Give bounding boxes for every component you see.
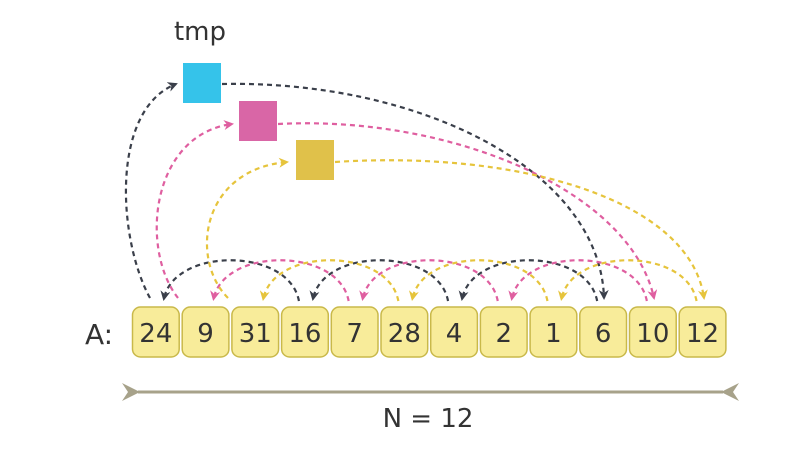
arrow-hop xyxy=(458,259,599,302)
array-cell-value: 2 xyxy=(495,319,512,349)
array-cell: 9 xyxy=(181,306,230,358)
arrow-hop xyxy=(508,259,648,302)
array-cell: 6 xyxy=(579,306,628,358)
array-cell-box xyxy=(181,306,230,358)
array-cell-value: 31 xyxy=(239,319,272,349)
move-arrows xyxy=(124,82,708,302)
arrow-to-tmp xyxy=(124,82,178,299)
array-cell-box xyxy=(330,306,379,358)
arrow-to-tmp xyxy=(205,157,289,299)
tmp-slot-magenta xyxy=(239,101,277,141)
arrow-hop xyxy=(359,259,499,302)
array-cell: 16 xyxy=(280,306,330,358)
array-cell-box xyxy=(429,306,479,358)
arrow-hop xyxy=(309,259,450,302)
array-cell-value: 24 xyxy=(139,319,172,349)
array-cell-value: 12 xyxy=(686,319,719,349)
tmp-label: tmp xyxy=(174,17,226,47)
array-cell-box xyxy=(579,306,628,358)
array-cell-box xyxy=(529,306,578,358)
array-cell-box xyxy=(280,306,330,358)
array-cell: 2 xyxy=(479,306,528,358)
array-cell-box xyxy=(628,306,677,358)
array-cell: 24 xyxy=(131,306,180,358)
array-cell: 1 xyxy=(529,306,578,358)
arrow-from-tmp xyxy=(277,122,658,300)
array-cell-value: 6 xyxy=(595,319,612,349)
tmp-slot-gold xyxy=(296,140,334,180)
array-cell-value: 16 xyxy=(288,319,321,349)
array-cell-value: 7 xyxy=(346,319,363,349)
tmp-slot-cyan xyxy=(183,63,221,103)
arrow-to-tmp xyxy=(155,120,234,299)
array-cell: 7 xyxy=(330,306,379,358)
array-cell: 10 xyxy=(628,306,677,358)
arrow-hop xyxy=(558,259,698,302)
array-cell-value: 10 xyxy=(636,319,669,349)
array-cell: 28 xyxy=(380,306,429,358)
array-cell-box xyxy=(131,306,180,358)
array-cell-value: 4 xyxy=(446,319,463,349)
array-cell: 4 xyxy=(429,306,479,358)
array-cell-box xyxy=(231,306,280,358)
size-label: N = 12 xyxy=(383,404,474,434)
arrow-hop xyxy=(259,259,400,302)
array-cell-value: 9 xyxy=(197,319,214,349)
arrow-from-tmp xyxy=(221,82,609,300)
array-cell-box xyxy=(479,306,528,358)
array-cell: 12 xyxy=(678,306,727,358)
arrow-from-tmp xyxy=(334,159,708,300)
array-cell: 31 xyxy=(231,306,280,358)
array-label: A: xyxy=(85,318,113,351)
array-cell-value: 1 xyxy=(545,319,562,349)
array-cell-box xyxy=(678,306,727,358)
arrow-hop xyxy=(210,259,350,302)
array-cell-value: 28 xyxy=(388,319,421,349)
arrow-hop xyxy=(160,259,301,302)
array-cell-box xyxy=(380,306,429,358)
arrow-hop xyxy=(408,259,549,302)
